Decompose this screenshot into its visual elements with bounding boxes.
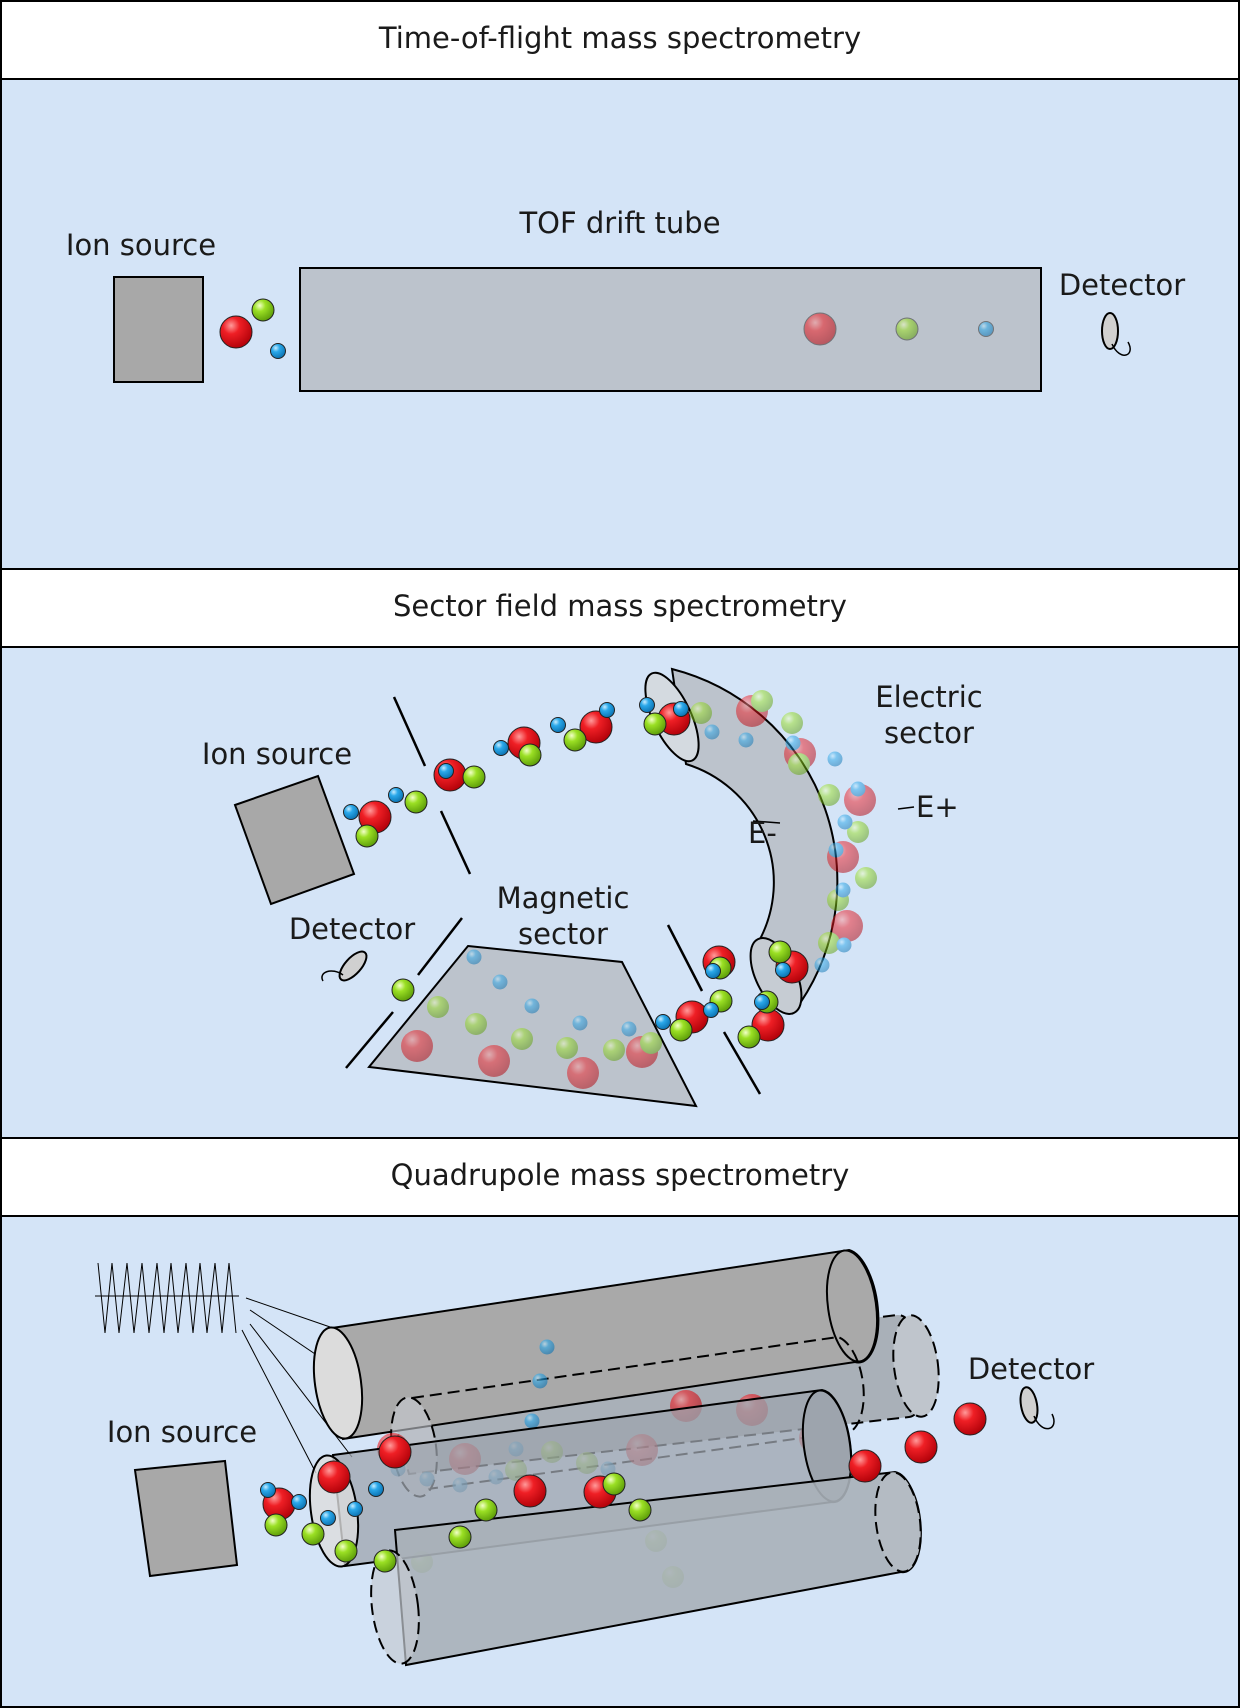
ion	[270, 343, 286, 359]
tof-ion-source	[113, 276, 204, 383]
tof-panel: Time-of-flight mass spectrometry Ion sou…	[0, 0, 1240, 570]
quadrupole-ion-source-label: Ion source	[107, 1415, 257, 1449]
quadrupole-title: Quadrupole mass spectrometry	[391, 1158, 850, 1192]
sawtooth-wave-icon	[95, 1262, 239, 1334]
sector-ion-source	[233, 774, 356, 906]
ion-beam	[343, 697, 691, 848]
sector-ion-source-label: Ion source	[202, 737, 352, 771]
tof-header	[0, 0, 1240, 80]
sector-panel: Sector field mass spectrometry	[0, 568, 1240, 1139]
electric-sector-label: Electric	[875, 680, 982, 714]
slit	[722, 1031, 762, 1095]
ion	[803, 312, 837, 346]
ion	[895, 317, 919, 341]
detector-icon	[1019, 1386, 1055, 1430]
quadrupole-detector-label: Detector	[968, 1352, 1094, 1386]
e-minus-leader	[752, 820, 781, 824]
sector-detector-label: Detector	[289, 912, 415, 946]
detector-icon	[1101, 312, 1131, 356]
slit	[666, 924, 704, 992]
ion	[251, 298, 275, 322]
quadrupole-panel: Quadrupole mass spectrometry	[0, 1137, 1240, 1708]
slit	[439, 810, 472, 875]
slit	[392, 696, 427, 767]
magnetic-sector	[367, 944, 698, 1108]
detector-icon	[321, 950, 368, 982]
tof-detector-label: Detector	[1059, 268, 1185, 302]
sector-header	[0, 568, 1240, 648]
electric-sector-label: sector	[884, 716, 974, 750]
quadrupole-rod-top	[312, 1248, 880, 1441]
ion-beam	[655, 940, 809, 1049]
magnetic-sector-label: sector	[518, 917, 608, 951]
slit	[417, 917, 463, 976]
slit	[345, 1011, 394, 1069]
sector-title: Sector field mass spectrometry	[393, 589, 847, 623]
tof-ion-source-label: Ion source	[66, 228, 216, 262]
quadrupole-header	[0, 1137, 1240, 1217]
ion-beam	[260, 1402, 987, 1573]
quadrupole-rod-front-bottom	[370, 1470, 922, 1667]
ion	[219, 315, 253, 349]
e-plus-label: E+	[916, 790, 959, 824]
e-plus-leader	[897, 806, 915, 810]
tof-drift-tube	[299, 267, 1042, 392]
tof-title: Time-of-flight mass spectrometry	[378, 21, 861, 55]
tof-drift-tube-label: TOF drift tube	[518, 206, 720, 240]
e-minus-label: E-	[748, 816, 777, 850]
ion	[978, 321, 994, 337]
quadrupole-ion-source	[133, 1459, 239, 1578]
ion	[391, 978, 415, 1002]
magnetic-sector-label: Magnetic	[497, 881, 630, 915]
